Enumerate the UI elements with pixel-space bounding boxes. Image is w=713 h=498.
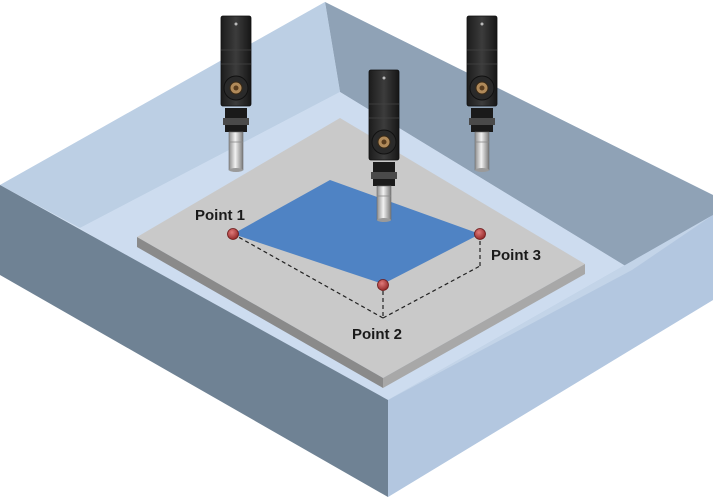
sensor-collar — [223, 118, 249, 125]
point-markers — [227, 228, 486, 291]
sensor-neck — [471, 108, 493, 118]
point-1-marker — [227, 228, 239, 240]
sensor-2 — [466, 15, 498, 172]
sensor-neck — [373, 162, 395, 172]
tray-back-wall — [325, 2, 713, 300]
sensor-neck — [225, 108, 247, 118]
probe-tip — [377, 218, 391, 222]
point-2-marker — [377, 279, 389, 291]
sensor-indicator-icon — [480, 22, 484, 26]
sensors — [220, 15, 498, 222]
probe-shaft — [474, 131, 490, 171]
probe-tip — [229, 168, 243, 172]
plate-side-right — [383, 264, 585, 388]
tray-front-right-face — [388, 215, 713, 497]
plate-side-left — [137, 237, 383, 388]
tray-front-left-face — [0, 185, 388, 497]
projection-lines — [232, 233, 481, 319]
point-2-label: Point 2 — [352, 326, 402, 343]
probe-shaft — [228, 131, 244, 171]
probe-tip — [475, 168, 489, 172]
tray-inner-right-lip — [388, 215, 713, 400]
point-3-label: Point 3 — [491, 247, 541, 264]
tray-left-inner-wall — [0, 2, 340, 228]
point-1-label: Point 1 — [195, 207, 245, 224]
sensor-collar — [371, 172, 397, 179]
sensor-3 — [368, 69, 400, 222]
point-3-marker — [474, 228, 486, 240]
measured-surface — [233, 180, 480, 284]
sensor-1 — [220, 15, 252, 172]
sensor-indicator-icon — [234, 22, 238, 26]
sensor-collar — [469, 118, 495, 125]
sensor-indicator-icon — [382, 76, 386, 80]
probe-shaft — [376, 185, 392, 221]
